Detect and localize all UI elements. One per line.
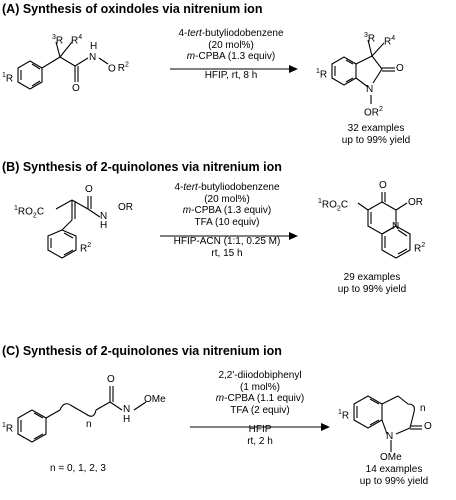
panel-c-prod-o: O bbox=[424, 421, 432, 432]
panel-a-conditions: 4-tert-butyliodobenzene (20 mol%) m-CPBA… bbox=[168, 28, 294, 81]
panel-a-prod-r4: R4 bbox=[384, 35, 396, 48]
panel-b-cond-line4: TFA (10 equiv) bbox=[194, 216, 260, 228]
panel-a-r1-label: 1R bbox=[2, 72, 14, 85]
panel-c-yield: up to 99% yield bbox=[359, 475, 429, 487]
panel-b-conditions: 4-tert-butyliodobenzene (20 mol%) m-CPBA… bbox=[160, 182, 294, 259]
panel-c-prod-n-sub: n bbox=[420, 403, 426, 414]
panel-c-n-label: N bbox=[123, 404, 131, 415]
panel-b-prod-or: OR bbox=[408, 197, 423, 208]
panel-b-cond-line1: 4-tert-butyliodobenzene bbox=[174, 182, 280, 193]
panel-b-cond-line3: m-CPBA (1.3 equiv) bbox=[182, 205, 272, 216]
panel-a-n-label: N bbox=[89, 52, 97, 63]
panel-a-prod-n: N bbox=[366, 84, 374, 95]
panel-b-cond-line6: rt, 15 h bbox=[211, 247, 243, 259]
panel-a-o-label: O bbox=[72, 83, 80, 94]
panel-a-prod-r1: 1R bbox=[316, 68, 328, 81]
panel-c-conditions: 2,2'-diiodobiphenyl (1 mol%) m-CPBA (1.1… bbox=[196, 370, 324, 447]
panel-b-n-label: N bbox=[100, 211, 108, 222]
panel-c-n-sub-label: n bbox=[86, 419, 92, 430]
panel-b-or-label: OR bbox=[118, 202, 133, 213]
panel-a-cond-line3: m-CPBA (1.3 equiv) bbox=[186, 51, 276, 62]
panel-b-result: 29 examples up to 99% yield bbox=[322, 272, 422, 295]
panel-c-cond-line2: (1 mol%) bbox=[239, 381, 280, 393]
panel-c-result: 14 examples up to 99% yield bbox=[344, 464, 444, 487]
panel-b-yield: up to 99% yield bbox=[337, 283, 407, 295]
panel-b-o-label: O bbox=[85, 184, 93, 195]
panel-a-prod-o: O bbox=[396, 63, 404, 74]
panel-c-ome-label: OMe bbox=[144, 394, 166, 405]
panel-a-result: 32 examples up to 99% yield bbox=[326, 123, 426, 146]
panel-c-examples: 14 examples bbox=[365, 464, 423, 475]
panel-b-examples: 29 examples bbox=[343, 272, 401, 283]
panel-a-prod-or2: OR2 bbox=[364, 106, 383, 119]
panel-a-r3-label: 3R bbox=[52, 34, 64, 47]
panel-c-title: (C) Synthesis of 2-quinolones via nitren… bbox=[2, 344, 282, 358]
panel-a-cond-line1: 4-tert-butyliodobenzene bbox=[178, 28, 284, 39]
panel-b-cond-line2: (20 mol%) bbox=[204, 193, 250, 205]
panel-a-r4-label: R4 bbox=[71, 34, 83, 47]
panel-c-cond-line1: 2,2'-diiodobiphenyl bbox=[218, 370, 302, 381]
panel-a-cond-line4: HFIP, rt, 8 h bbox=[204, 69, 258, 81]
panel-a-yield: up to 99% yield bbox=[341, 134, 411, 146]
panel-a-h-label: H bbox=[90, 41, 98, 52]
panel-c-cond-line6: rt, 2 h bbox=[247, 435, 273, 447]
panel-c-prod-ome: OMe bbox=[380, 452, 402, 463]
panel-c-cond-line5: HFIP bbox=[248, 424, 272, 435]
panel-a-prod-r3: 3R bbox=[364, 32, 376, 45]
panel-b-prod-ester: 1RO2C bbox=[318, 198, 349, 213]
panel-a-examples: 32 examples bbox=[347, 123, 405, 134]
panel-b-r2-label: R2 bbox=[80, 242, 92, 255]
panel-c-prod-n: N bbox=[386, 431, 394, 442]
panel-b-cond-line5: HFIP-ACN (1:1, 0.25 M) bbox=[173, 236, 281, 247]
panel-b-title: (B) Synthesis of 2-quinolones via nitren… bbox=[2, 160, 282, 174]
panel-c-cond-line4: TFA (2 equiv) bbox=[230, 404, 290, 416]
panel-c-h-label: H bbox=[123, 414, 131, 425]
panel-a-title: (A) Synthesis of oxindoles via nitrenium… bbox=[2, 2, 263, 16]
panel-b-h-label: H bbox=[100, 220, 108, 231]
panel-b-prod-n: N bbox=[392, 221, 400, 232]
panel-b-ester-label: 1RO2C bbox=[14, 205, 45, 220]
panel-c-r1-label: 1R bbox=[2, 422, 14, 435]
panel-a-cond-line2: (20 mol%) bbox=[208, 39, 254, 51]
panel-c-cond-line3: m-CPBA (1.1 equiv) bbox=[215, 393, 305, 404]
panel-b-prod-o: O bbox=[379, 180, 387, 191]
panel-c-o-label: O bbox=[107, 374, 115, 385]
panel-c-prod-r1: 1R bbox=[338, 409, 350, 422]
panel-c-n-values: n = 0, 1, 2, 3 bbox=[50, 463, 106, 474]
panel-b-prod-r2: R2 bbox=[414, 242, 426, 255]
